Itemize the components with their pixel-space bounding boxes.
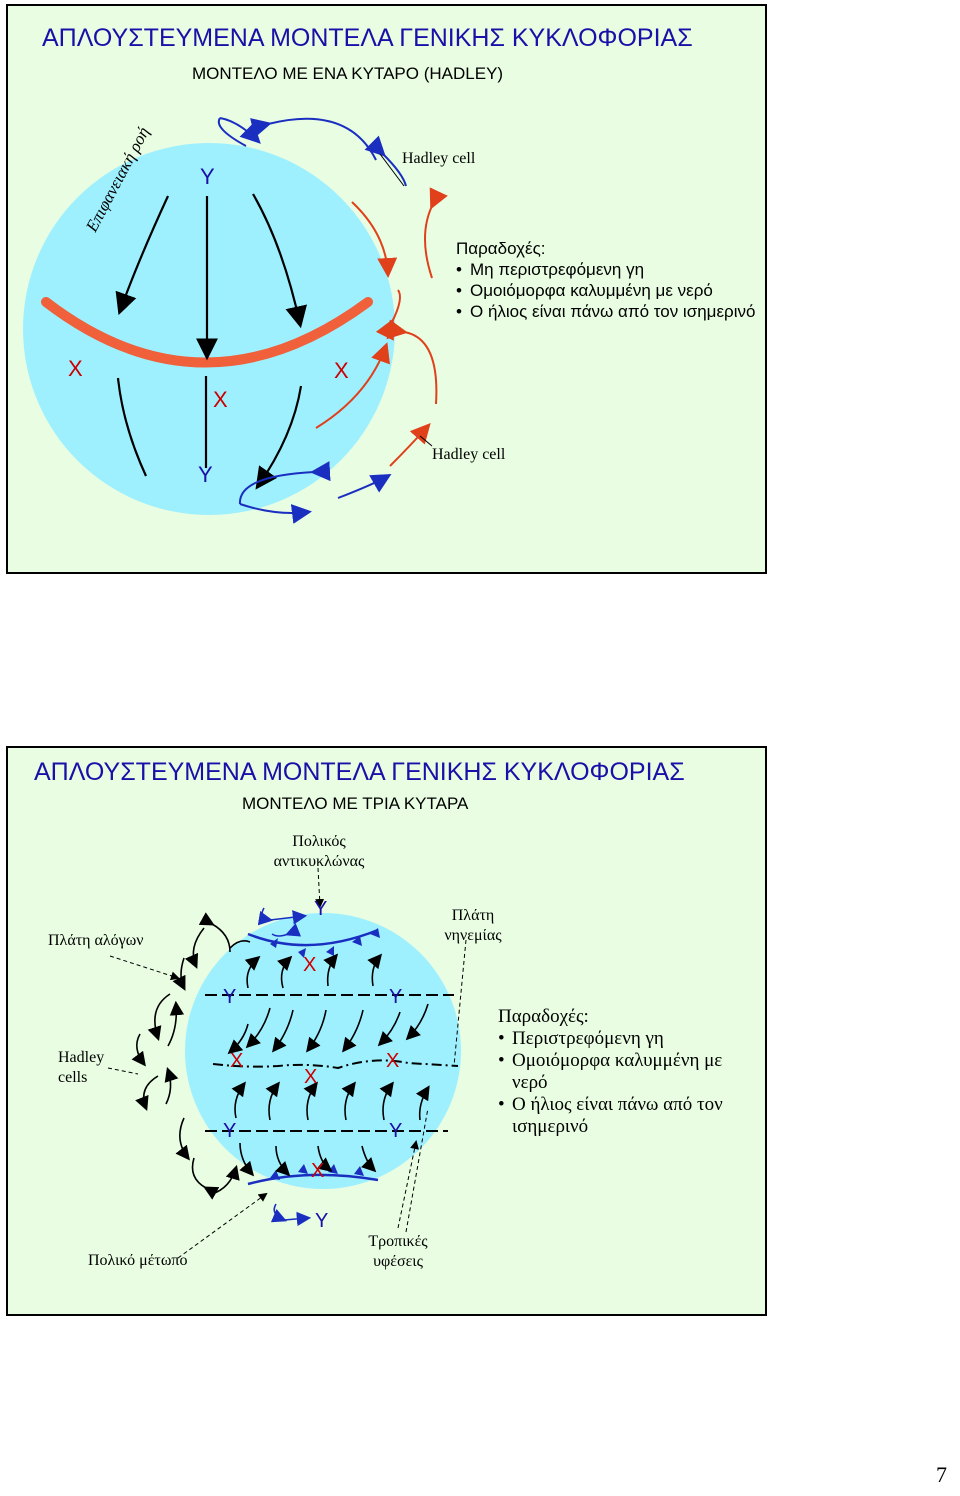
assumption-item: Ομοιόμορφα καλυμμένη με νερό [498,1050,748,1094]
y-marker-top: Y [200,164,215,189]
slide2-title: ΑΠΛΟΥΣΤΕΥΜΕΝΑ ΜΟΝΤΕΛΑ ΓΕΝΙΚΗΣ ΚΥΚΛΟΦΟΡΙΑ… [34,758,685,786]
assumption-item: Μη περιστρεφόμενη γη [456,259,756,280]
polar-front-label: Πολικό μέτωπο [88,1252,188,1269]
slide2-subtitle: ΜΟΝΤΕΛΟ ΜΕ ΤΡΙΑ ΚΥΤΑΡΑ [242,794,469,813]
y-marker-pole-bottom: Y [315,1210,329,1232]
x-marker-left: X [68,356,83,381]
assumption-item: Ο ήλιος είναι πάνω από τον ισημερινό [456,301,756,322]
tropical-lows-label: Τροπικές υφέσεις [368,1233,428,1270]
globe [185,913,461,1189]
x-marker-top: X [303,954,317,976]
x-marker-left-mid: X [230,1050,244,1072]
hadley-diagram [23,117,448,524]
x-marker-right-mid: X [386,1050,400,1072]
hadley-cells-label: Hadley cells [58,1049,105,1086]
horse-latitudes-label: Πλάτη αλόγων [48,932,144,949]
y-marker-left-upper: Y [223,986,237,1008]
three-cell-diagram [107,867,467,1259]
page-number: 7 [936,1462,947,1487]
assumption-item: Περιστρεφόμενη γη [498,1028,748,1050]
y-marker-right-upper: Y [389,986,403,1008]
assumptions-block-2: Παραδοχές: Περιστρεφόμενη γη Ομοιόμορφα … [498,1006,748,1138]
doldrums-label: Πλάτη νηνεμίας [444,907,502,944]
hadley-cell-bottom-label: Hadley cell [432,446,506,463]
x-marker-center-mid: X [304,1066,318,1088]
assumption-item: Ομοιόμορφα καλυμμένη με νερό [456,280,756,301]
hadley-cell-top-label: Hadley cell [402,150,476,167]
slide-three-cell-model: ΑΠΛΟΥΣΤΕΥΜΕΝΑ ΜΟΝΤΕΛΑ ΓΕΝΙΚΗΣ ΚΥΚΛΟΦΟΡΙΑ… [6,746,767,1316]
x-marker-right: X [334,358,349,383]
slide1-title: ΑΠΛΟΥΣΤΕΥΜΕΝΑ ΜΟΝΤΕΛΑ ΓΕΝΙΚΗΣ ΚΥΚΛΟΦΟΡΙΑ… [42,24,693,52]
x-marker-center: X [213,387,228,412]
slide1-subtitle: ΜΟΝΤΕΛΟ ΜΕ ΕΝΑ ΚΥΤΑΡΟ (HADLEY) [192,64,504,83]
assumptions-title: Παραδοχές: [498,1006,589,1027]
y-marker-pole-top: Y [314,898,328,920]
assumptions-title: Παραδοχές: [456,239,546,258]
globe [23,143,395,515]
assumption-item: Ο ήλιος είναι πάνω από τον ισημερινό [498,1094,748,1138]
y-marker-bottom: Y [198,462,213,487]
x-marker-bottom: X [311,1160,325,1182]
equator-band [41,297,373,368]
y-marker-right-lower: Y [389,1120,403,1142]
slide-one-cell-model: ΑΠΛΟΥΣΤΕΥΜΕΝΑ ΜΟΝΤΕΛΑ ΓΕΝΙΚΗΣ ΚΥΚΛΟΦΟΡΙΑ… [6,4,767,574]
assumptions-block-1: Παραδοχές: Μη περιστρεφόμενη γη Ομοιόμορ… [456,238,756,322]
polar-anticyclone-label: Πολικός αντικυκλώνας [273,833,365,870]
y-marker-left-lower: Y [223,1120,237,1142]
